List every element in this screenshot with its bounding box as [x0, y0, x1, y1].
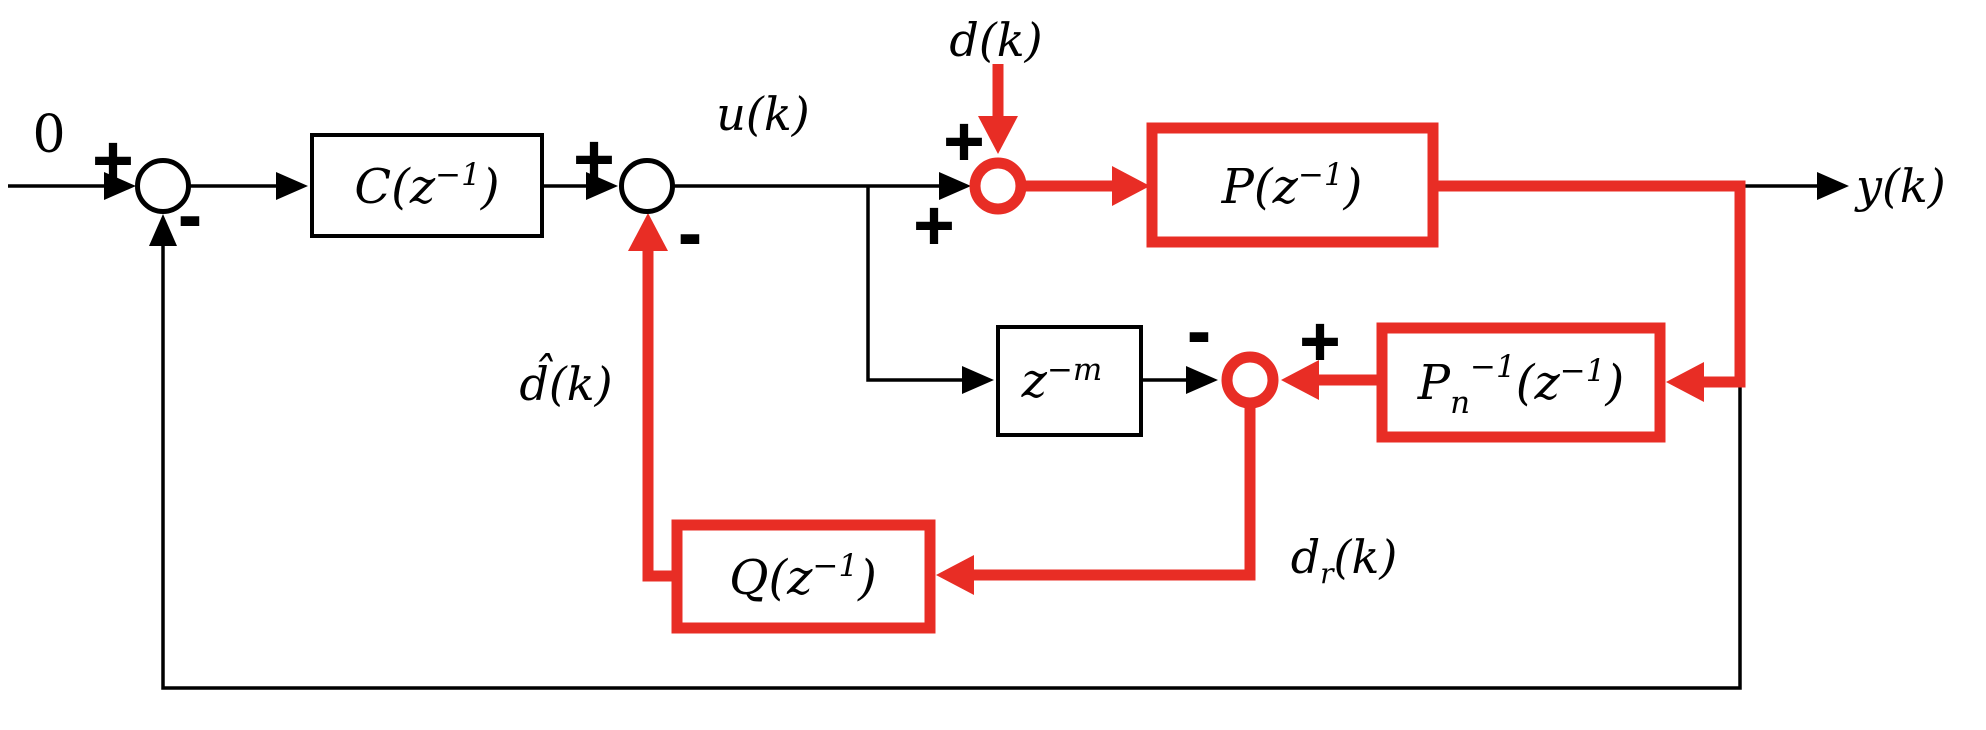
arrowhead-icon [1281, 360, 1319, 400]
arrowhead-icon [276, 172, 308, 200]
connector-plant-to-inverse-nominal-plant [1433, 180, 1746, 402]
sum3-plus-top-sign: + [941, 109, 986, 172]
connector-disturbance-into-sum3 [978, 64, 1018, 154]
connector-sum4-to-q-filter [936, 403, 1256, 595]
arrowhead-icon [104, 172, 136, 200]
arrowhead-icon [936, 555, 974, 595]
arrowhead-icon [1112, 166, 1150, 206]
arrowhead-icon [586, 172, 618, 200]
sum2-plus-sign: + [571, 127, 616, 190]
connector-controller-to-sum2 [542, 172, 618, 200]
sum2-minus-sign: - [679, 205, 701, 268]
connector-output-feedback-to-sum1 [149, 214, 1742, 690]
block-inverse-nominal-plant [1376, 322, 1666, 443]
arrowhead-icon [1666, 362, 1704, 402]
block-label-controller: C(z−1) [354, 157, 499, 215]
sum1-minus-sign: - [179, 187, 201, 250]
connector-reference-input [8, 172, 136, 200]
connector-sum2-to-sum3-u-line [673, 172, 971, 200]
signal-label-disturbance-estimate: d̂(k) [519, 352, 612, 411]
block-label-plant: P(z−1) [1221, 157, 1363, 215]
signal-label-disturbance: d(k) [949, 13, 1042, 67]
connector-u-branch-to-delay [866, 186, 994, 394]
sum-junction-4-estimate [1221, 351, 1279, 409]
arrowhead-icon [978, 116, 1018, 154]
connector-inverse-nominal-plant-to-sum4 [1281, 360, 1382, 400]
sum1-plus-sign: + [90, 128, 135, 191]
block-controller [310, 133, 544, 238]
signal-label-control-input: u(k) [716, 87, 809, 141]
block-label-q-filter: Q(z−1) [729, 548, 877, 606]
sum4-plus-sign: + [1297, 309, 1342, 372]
connector-output-y [1740, 172, 1849, 200]
signal-label-raw-disturbance-estimate: dr(k) [1291, 530, 1398, 590]
sum-junction-1 [135, 158, 191, 214]
block-label-delay: z−m [1021, 352, 1103, 409]
sum-junction-3-disturbance [969, 157, 1027, 215]
connector-delay-to-sum4 [1141, 366, 1218, 394]
connector-q-filter-to-sum2 [628, 213, 677, 582]
block-plant [1146, 122, 1439, 248]
arrowhead-icon [1817, 172, 1849, 200]
arrowhead-icon [149, 214, 177, 246]
sum4-minus-sign: - [1188, 303, 1210, 366]
connector-sum3-to-plant [1026, 166, 1150, 206]
arrowhead-icon [962, 366, 994, 394]
arrowhead-icon [628, 213, 668, 251]
block-delay [996, 325, 1143, 437]
block-q-filter [671, 519, 936, 634]
arrowhead-icon [939, 172, 971, 200]
sum3-plus-left-sign: + [911, 193, 956, 256]
block-label-inverse-nominal-plant: Pn−1(z−1) [1417, 349, 1624, 421]
sum-junction-2 [619, 158, 675, 214]
signal-label-output: y(k) [1854, 159, 1946, 213]
signal-label-reference: 0 [32, 105, 65, 165]
arrowhead-icon [1186, 366, 1218, 394]
connector-sum1-to-controller [189, 172, 308, 200]
